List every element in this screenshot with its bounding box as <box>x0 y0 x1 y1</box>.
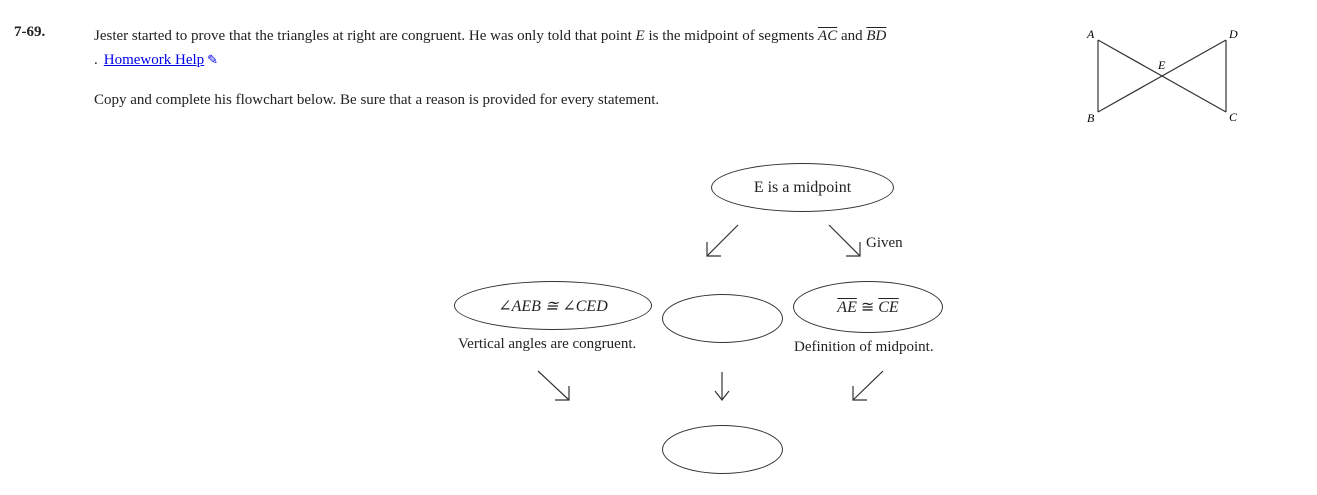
problem-text-part1: Jester started to prove that the triangl… <box>94 28 636 44</box>
oval-right-text: AE ≅ CE <box>837 297 898 317</box>
reason-given: Given <box>866 235 903 251</box>
problem-text-and: and <box>837 28 867 44</box>
arrow-right-to-bottom <box>852 370 884 401</box>
segment-bd: BD <box>866 28 887 44</box>
oval-right-segments: AE ≅ CE <box>793 281 943 333</box>
oval-bottom-blank[interactable] <box>662 425 783 474</box>
oval-left-text: ∠AEB ≅ ∠CED <box>498 297 608 315</box>
help-prefix: . <box>94 52 98 68</box>
congruent-symbol: ≅ <box>856 299 879 316</box>
segment-ae: AE <box>837 299 857 316</box>
oval-left-vertical-angles: ∠AEB ≅ ∠CED <box>454 281 652 330</box>
vertex-label-e: E <box>1157 58 1166 72</box>
segment-bd-line <box>1097 39 1227 113</box>
pencil-icon[interactable]: ✎ <box>207 52 219 67</box>
arrow-middle-to-bottom <box>714 372 730 401</box>
help-line: . Homework Help✎ <box>94 48 218 72</box>
vertex-label-d: D <box>1228 27 1238 41</box>
problem-text: Jester started to prove that the triangl… <box>94 24 974 48</box>
triangles-diagram: A B C D E <box>1086 27 1238 125</box>
arrow-top-to-left <box>706 224 739 257</box>
point-e-label: E <box>635 28 645 44</box>
arrow-top-to-right <box>828 224 861 257</box>
reason-bottom-blank[interactable] <box>662 477 783 493</box>
problem-text-part2: is the midpoint of segments <box>644 28 819 44</box>
oval-top-midpoint: E is a midpoint <box>711 163 894 212</box>
homework-help-link[interactable]: Homework Help <box>103 52 205 68</box>
oval-middle-blank[interactable] <box>662 294 783 343</box>
problem-number: 7-69. <box>14 24 46 40</box>
vertex-label-a: A <box>1086 27 1095 41</box>
segment-ac: AC <box>818 28 838 44</box>
oval-top-text: E is a midpoint <box>753 178 852 196</box>
reason-middle-blank[interactable] <box>662 350 783 368</box>
segment-ce: CE <box>878 299 899 316</box>
reason-definition-midpoint: Definition of midpoint. <box>794 339 934 355</box>
arrow-left-to-bottom <box>537 370 570 401</box>
vertex-label-b: B <box>1087 111 1095 125</box>
reason-vertical-angles: Vertical angles are congruent. <box>458 336 637 352</box>
vertex-label-c: C <box>1229 110 1238 124</box>
instruction-text: Copy and complete his flowchart below. B… <box>94 92 660 108</box>
